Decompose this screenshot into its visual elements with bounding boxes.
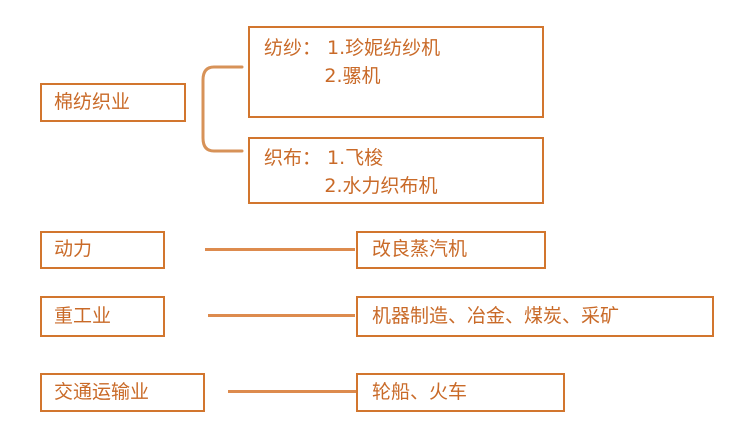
connector-line-transportation: [228, 390, 356, 393]
detail-box-steam-engine: 改良蒸汽机: [356, 231, 546, 269]
detail-text-weaving: 织布： 1.飞梭 2.水力织布机: [264, 147, 438, 197]
brace-icon: [201, 65, 244, 153]
detail-text-transportation: 轮船、火车: [372, 380, 468, 403]
detail-box-spinning: 纺纱： 1.珍妮纺纱机 2.骡机: [248, 26, 544, 118]
detail-box-weaving: 织布： 1.飞梭 2.水力织布机: [248, 137, 544, 204]
connector-line-heavy-industry: [208, 314, 355, 317]
detail-text-steam-engine: 改良蒸汽机: [372, 238, 468, 261]
detail-text-spinning: 纺纱： 1.珍妮纺纱机 2.骡机: [264, 37, 441, 87]
detail-text-heavy-industry: 机器制造、冶金、煤炭、采矿: [372, 304, 620, 327]
category-label-power: 动力: [54, 238, 93, 261]
category-label-heavy-industry: 重工业: [54, 304, 112, 327]
brace-connector-icon: [200, 64, 244, 154]
detail-box-heavy-industry: 机器制造、冶金、煤炭、采矿: [356, 296, 714, 337]
category-label-cotton-textile: 棉纺织业: [54, 90, 131, 113]
category-box-transportation: 交通运输业: [40, 373, 205, 412]
category-label-transportation: 交通运输业: [54, 380, 150, 403]
connector-line-power: [205, 248, 355, 251]
category-box-cotton-textile: 棉纺织业: [40, 83, 186, 122]
category-box-power: 动力: [40, 231, 165, 269]
category-box-heavy-industry: 重工业: [40, 296, 165, 337]
detail-box-transportation: 轮船、火车: [356, 373, 565, 412]
